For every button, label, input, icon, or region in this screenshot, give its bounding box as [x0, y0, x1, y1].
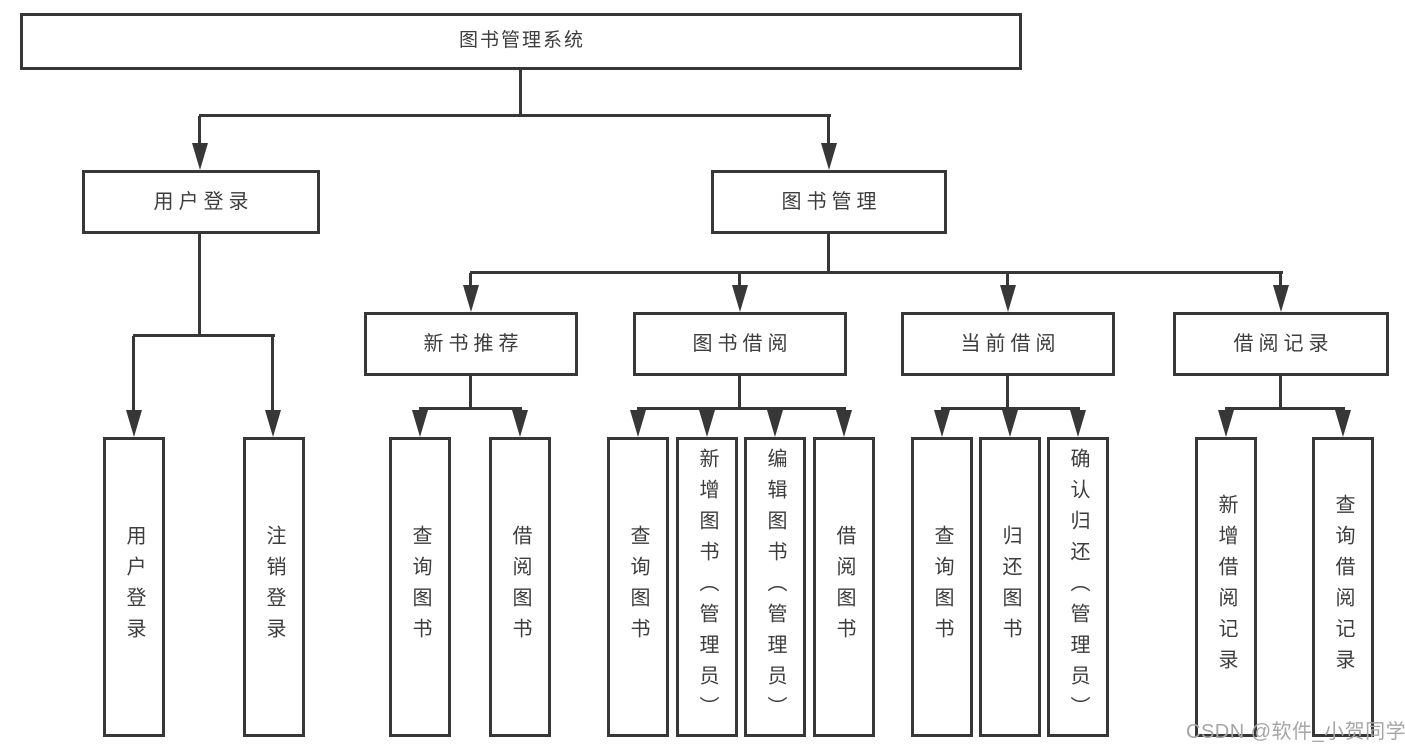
- node-leaf-add-borrow-record-label: 新增借阅记录: [1215, 494, 1237, 680]
- connector-current-drop: [1006, 376, 1009, 408]
- connector-mgmt-split: [470, 271, 1283, 274]
- connector-root-stub-right: [827, 116, 830, 146]
- node-leaf-bor-query-books: 查询图书: [607, 437, 669, 737]
- node-leaf-cur-query-books-label: 查询图书: [931, 525, 953, 649]
- connector-login-stub-2: [271, 336, 274, 412]
- connector-records-split: [1225, 407, 1345, 410]
- arrow-down-book-management: [821, 143, 837, 170]
- connector-login-drop: [198, 234, 201, 336]
- node-leaf-rec-borrow-books-label: 借阅图书: [509, 525, 531, 649]
- connector-borrowing-drop: [738, 376, 741, 408]
- connector-login-stub-1: [132, 336, 135, 412]
- arrow-down-borrowing: [732, 285, 748, 312]
- watermark: CSDN @软件_小贺同学: [1186, 721, 1405, 743]
- node-book-borrowing: 图书借阅: [633, 312, 847, 376]
- connector-recommend-split: [419, 407, 522, 410]
- node-leaf-edit-books-admin: 编辑图书（管理员）: [744, 437, 806, 737]
- connector-root-stub-left: [198, 116, 201, 146]
- node-leaf-add-borrow-record: 新增借阅记录: [1195, 437, 1257, 737]
- node-user-login-label: 用户登录: [153, 191, 254, 213]
- node-new-book-recommend: 新书推荐: [364, 312, 578, 376]
- arrow-down-cur-return: [1002, 410, 1018, 437]
- connector-root-split: [199, 114, 831, 117]
- arrow-down-bor-edit: [767, 410, 783, 437]
- arrow-down-current: [1000, 285, 1016, 312]
- arrow-down-cur-query: [934, 410, 950, 437]
- node-leaf-return-books: 归还图书: [979, 437, 1041, 737]
- connector-records-drop: [1279, 376, 1282, 408]
- node-leaf-bor-query-books-label: 查询图书: [627, 525, 649, 649]
- arrow-down-user-login: [192, 143, 208, 170]
- node-leaf-edit-books-admin-label: 编辑图书（管理员）: [764, 447, 786, 727]
- arrow-down-rec-add: [1218, 410, 1234, 437]
- node-leaf-add-books-admin: 新增图书（管理员）: [676, 437, 738, 737]
- node-library-system-label: 图书管理系统: [458, 30, 585, 52]
- arrow-down-rec-query2: [1335, 410, 1351, 437]
- node-borrowing-records: 借阅记录: [1173, 312, 1389, 376]
- node-borrowing-records-label: 借阅记录: [1233, 333, 1334, 355]
- node-user-login: 用户登录: [82, 170, 320, 234]
- arrow-down-cur-confirm: [1070, 410, 1086, 437]
- node-leaf-bor-borrow-books: 借阅图书: [813, 437, 875, 737]
- connector-mgmt-stub-3: [1006, 273, 1009, 287]
- node-leaf-confirm-return-admin: 确认归还（管理员）: [1047, 437, 1109, 737]
- node-leaf-return-books-label: 归还图书: [999, 525, 1021, 649]
- node-leaf-logout: 注销登录: [243, 437, 305, 737]
- connector-mgmt-stub-4: [1279, 273, 1282, 287]
- arrow-down-records: [1273, 285, 1289, 312]
- node-leaf-rec-borrow-books: 借阅图书: [489, 437, 551, 737]
- node-leaf-rec-query-books: 查询图书: [389, 437, 451, 737]
- connector-borrowing-split: [637, 407, 846, 410]
- node-leaf-add-books-admin-label: 新增图书（管理员）: [696, 447, 718, 727]
- connector-recommend-drop: [469, 376, 472, 408]
- node-leaf-logout-label: 注销登录: [263, 525, 285, 649]
- arrow-down-logout-leaf: [265, 410, 281, 437]
- connector-mgmt-stub-2: [738, 273, 741, 287]
- arrow-down-bor-borrow: [836, 410, 852, 437]
- node-leaf-user-login: 用户登录: [103, 437, 165, 737]
- node-book-borrowing-label: 图书借阅: [692, 333, 793, 355]
- arrow-down-rec-query: [412, 410, 428, 437]
- connector-root-drop: [519, 70, 522, 117]
- connector-login-split: [133, 334, 275, 337]
- node-leaf-rec-query-books-label: 查询图书: [409, 525, 431, 649]
- node-leaf-user-login-label: 用户登录: [123, 525, 145, 649]
- connector-current-split: [941, 407, 1080, 410]
- node-leaf-bor-borrow-books-label: 借阅图书: [833, 525, 855, 649]
- node-book-management-label: 图书管理: [781, 191, 882, 213]
- node-new-book-recommend-label: 新书推荐: [423, 333, 524, 355]
- connector-mgmt-drop: [827, 234, 830, 273]
- arrow-down-rec-borrow: [512, 410, 528, 437]
- node-current-borrowing: 当前借阅: [901, 312, 1115, 376]
- node-library-system: 图书管理系统: [20, 13, 1022, 70]
- arrow-down-bor-query: [630, 410, 646, 437]
- arrow-down-bor-add: [699, 410, 715, 437]
- node-current-borrowing-label: 当前借阅: [960, 333, 1061, 355]
- node-leaf-confirm-return-admin-label: 确认归还（管理员）: [1067, 447, 1089, 727]
- arrow-down-recommend: [463, 285, 479, 312]
- node-leaf-cur-query-books: 查询图书: [911, 437, 973, 737]
- node-leaf-query-borrow-record: 查询借阅记录: [1312, 437, 1374, 737]
- connector-mgmt-stub-1: [469, 273, 472, 287]
- node-leaf-query-borrow-record-label: 查询借阅记录: [1332, 494, 1354, 680]
- node-book-management: 图书管理: [711, 170, 947, 234]
- arrow-down-login-leaf: [126, 410, 142, 437]
